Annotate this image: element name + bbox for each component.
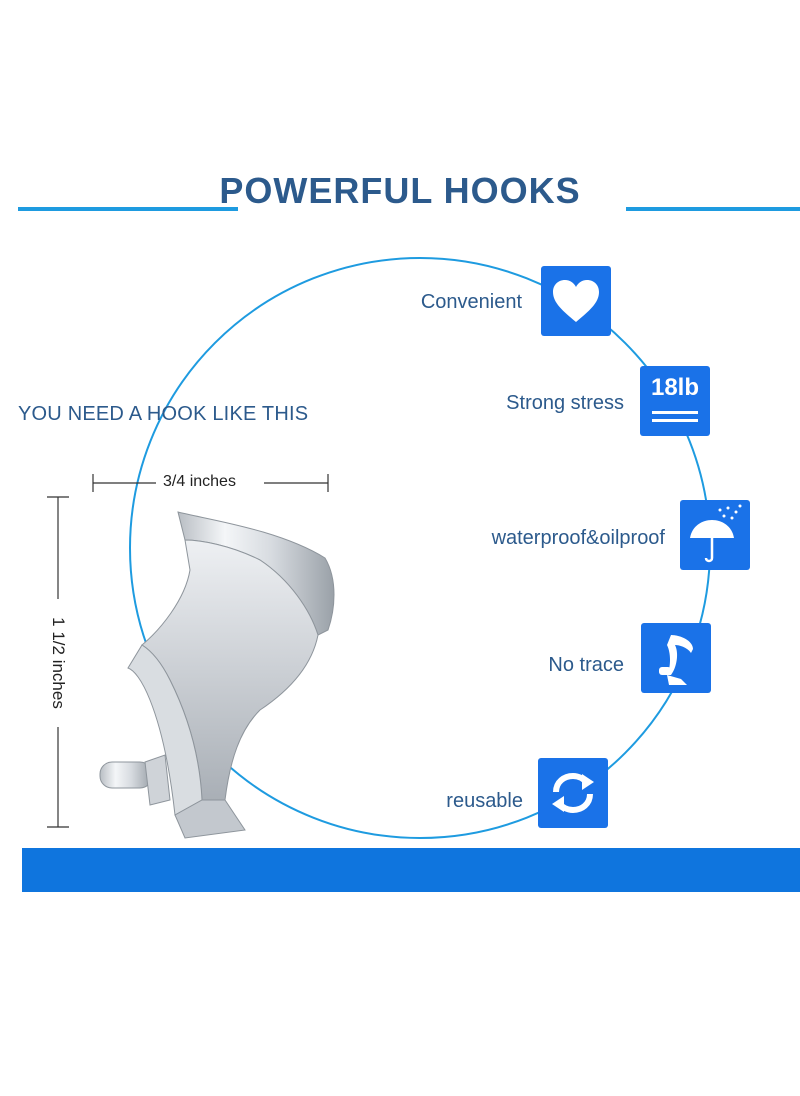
bottom-blue-bar (22, 848, 800, 892)
feature-icon-box-convenient (541, 266, 611, 336)
hook-image (99, 511, 335, 839)
feature-icon-box-strong-stress: 18lb (640, 366, 710, 436)
feature-label-no-trace: No trace (548, 654, 624, 676)
heart-icon (553, 280, 599, 322)
refresh-icon (552, 772, 594, 814)
weight-line (652, 419, 698, 422)
title-rule-right (626, 207, 800, 211)
feature-label-waterproof: waterproof&oilproof (491, 527, 665, 549)
width-dimension-line (92, 474, 329, 492)
feature-icon-box-no-trace (641, 623, 711, 693)
page-title: POWERFUL HOOKS (219, 170, 581, 211)
weight-icon: 18lb (650, 374, 700, 401)
width-label: 3/4 inches (163, 473, 236, 490)
height-dimension-line (47, 496, 69, 828)
weight-line (652, 411, 698, 414)
umbrella-icon (690, 504, 742, 563)
title-rule-left (18, 207, 238, 211)
hook-icon (659, 635, 693, 685)
hook-subtitle: YOU NEED A HOOK LIKE THIS (18, 403, 309, 425)
feature-label-reusable: reusable (446, 790, 523, 812)
feature-icon-box-reusable (538, 758, 608, 828)
feature-icon-box-waterproof (680, 500, 750, 570)
feature-label-convenient: Convenient (420, 291, 522, 313)
height-label: 1 1/2 inches (49, 617, 68, 709)
feature-label-strong-stress: Strong stress (506, 392, 624, 414)
